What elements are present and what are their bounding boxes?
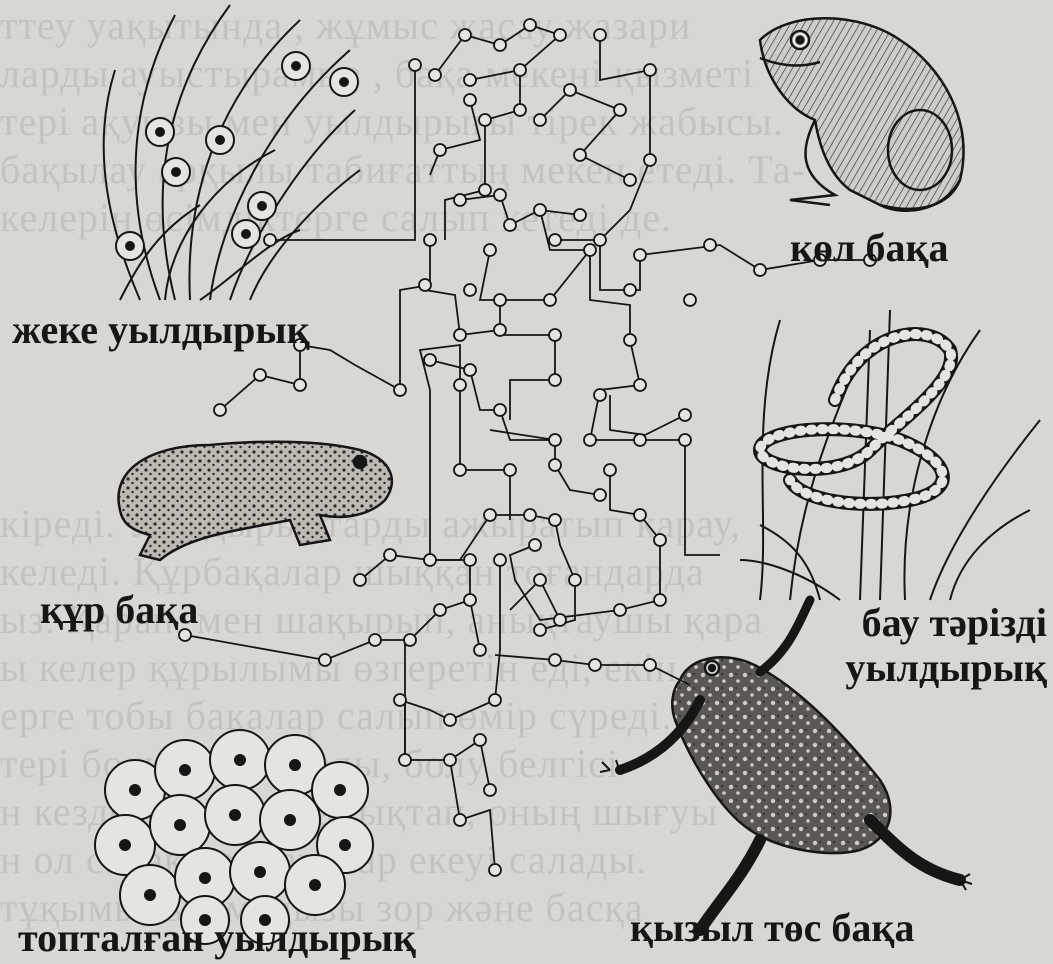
label-pond-frog: көл бақа	[790, 228, 949, 268]
label-clustered-eggs: топталған уылдырық	[18, 918, 416, 958]
label-fire-bellied-toad: қызыл төс бақа	[630, 908, 914, 948]
label-toad: құр бақа	[40, 590, 198, 630]
label-ribbon-eggs-line1: бау тәрізді	[862, 603, 1047, 643]
ribbon-eggs-on-reeds-illustration	[740, 310, 1040, 600]
egg-ribbon-inner	[760, 334, 951, 504]
label-single-eggs: жеке уылдырық	[12, 310, 310, 350]
pond-frog-illustration	[760, 18, 964, 211]
toad-illustration	[118, 442, 391, 560]
label-ribbon-eggs-line2: уылдырық	[845, 648, 1047, 688]
eggs-on-grass-illustration	[104, 5, 360, 300]
egg-cluster-illustration	[95, 730, 373, 944]
single-egg	[116, 52, 358, 260]
